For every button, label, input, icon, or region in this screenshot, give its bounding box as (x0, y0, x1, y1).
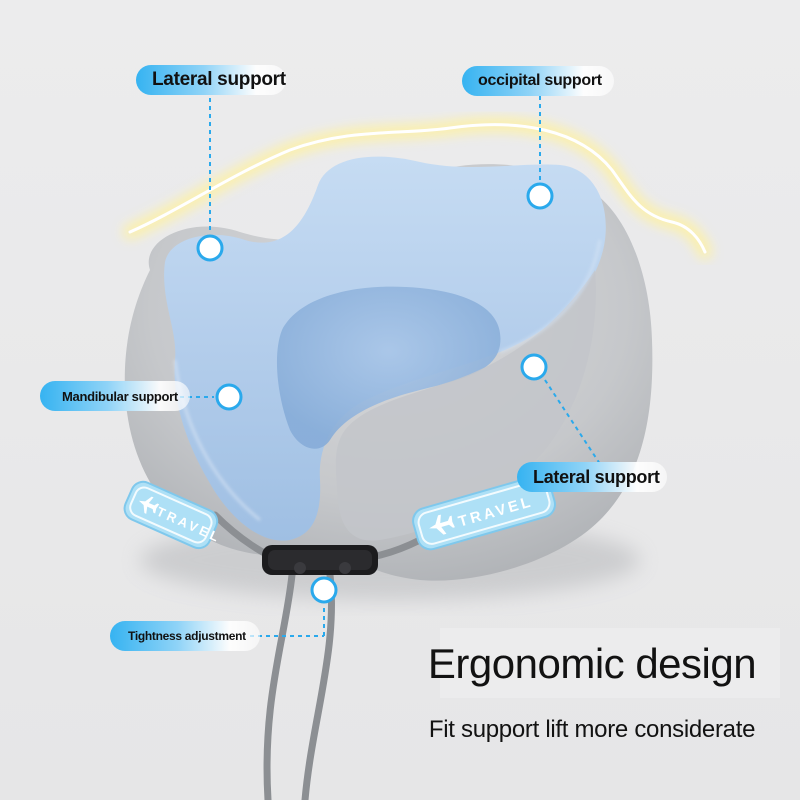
airplane-icon (138, 496, 160, 514)
marker-occipital (526, 182, 554, 210)
callout-mandibular-support: Mandibular support (40, 381, 190, 411)
callout-label: occipital support (478, 72, 602, 89)
marker-mandibular (215, 383, 243, 411)
callout-label: Mandibular support (62, 388, 178, 404)
callout-lateral-support-right: Lateral support (517, 462, 667, 492)
callout-markers (196, 182, 554, 604)
background-texture (440, 628, 780, 698)
pillow-neck-hole (276, 286, 501, 449)
headline: Ergonomic design (427, 640, 757, 687)
callout-label: Lateral support (533, 466, 660, 487)
travel-tag-right: TRAVEL (412, 474, 556, 551)
callout-label: Lateral support (152, 69, 286, 90)
pillow-right-arm-inner (335, 270, 596, 541)
subline: Fit support lift more considerate (428, 716, 756, 743)
airplane-icon (429, 514, 455, 535)
callout-label: Tightness adjustment (128, 629, 246, 643)
support-glow-line (123, 117, 712, 259)
cord-lock (262, 545, 378, 575)
callout-leaders (180, 96, 601, 637)
marker-tightness (310, 576, 338, 604)
marker-lateral-top (196, 234, 224, 262)
marker-lateral-right (520, 353, 548, 381)
callout-tightness-adjustment: Tightness adjustment (110, 621, 260, 651)
callout-occipital-support: occipital support (462, 66, 614, 96)
callout-lateral-support-top: Lateral support (136, 65, 286, 95)
